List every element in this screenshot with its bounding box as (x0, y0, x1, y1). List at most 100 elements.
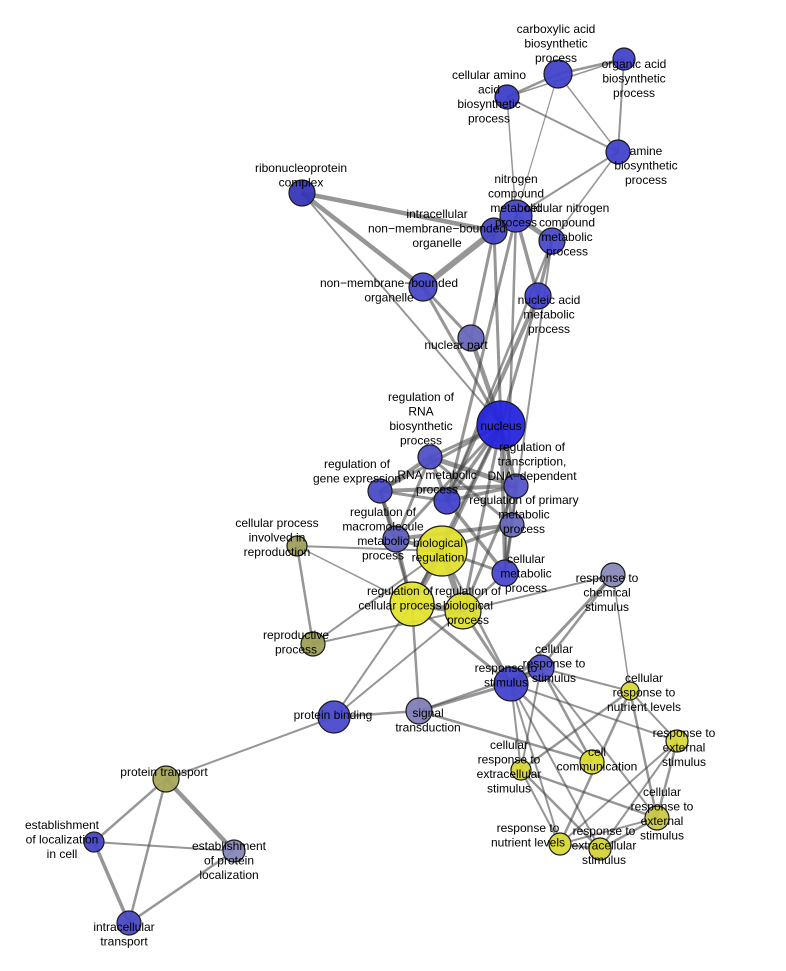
graph-node[interactable] (300, 631, 326, 657)
graph-edge (520, 768, 658, 820)
graph-edge (540, 667, 631, 692)
graph-edge (394, 423, 503, 541)
graph-node[interactable] (579, 749, 605, 775)
graph-node[interactable] (288, 179, 316, 207)
graph-node[interactable] (457, 324, 485, 352)
graph-node[interactable] (527, 654, 555, 682)
graph-node[interactable] (433, 487, 461, 515)
graph-edge (540, 667, 658, 819)
graph-node[interactable] (538, 227, 566, 255)
graph-node[interactable] (480, 217, 508, 245)
graph-node[interactable] (665, 729, 689, 753)
graph-edge (499, 424, 507, 574)
graph-edge (301, 190, 495, 234)
graph-node[interactable] (499, 512, 525, 538)
graph-edge (394, 456, 432, 540)
graph-node[interactable] (493, 666, 529, 702)
graph-edge (92, 841, 131, 924)
graph-edge (617, 58, 625, 153)
graph-edge (510, 683, 593, 763)
graph-edge (515, 73, 559, 217)
graph-node[interactable] (444, 592, 482, 630)
graph-node[interactable] (600, 562, 626, 588)
graph-edge (165, 716, 335, 780)
graph-edge (539, 667, 594, 763)
graph-node[interactable] (116, 910, 142, 936)
graph-edge (421, 228, 496, 290)
graph-edge (551, 151, 619, 242)
graph-node[interactable] (405, 697, 433, 725)
graph-edge (445, 215, 518, 502)
graph-edge (612, 574, 631, 692)
graph-node[interactable] (222, 839, 246, 863)
graph-node[interactable] (491, 559, 519, 587)
graph-edge (93, 841, 235, 852)
graph-node[interactable] (382, 525, 410, 553)
graph-node[interactable] (499, 199, 533, 233)
graph-node[interactable] (494, 84, 520, 110)
graph-node[interactable] (476, 400, 526, 450)
graph-node[interactable] (605, 139, 631, 165)
graph-edge (557, 73, 619, 153)
graph-edge (492, 230, 503, 426)
graph-node[interactable] (83, 831, 105, 853)
graph-node[interactable] (620, 681, 640, 701)
graph-edge (128, 849, 235, 925)
graph-node[interactable] (644, 805, 670, 831)
graph-edge (312, 550, 443, 645)
graph-node[interactable] (524, 282, 552, 310)
graph-edge (540, 574, 614, 669)
graph-edge (655, 740, 679, 819)
graph-node[interactable] (588, 837, 612, 861)
graph-edge (515, 151, 619, 217)
node-label: nuclear part (424, 338, 488, 352)
graph-edge (559, 817, 658, 845)
graph-edge (469, 230, 496, 339)
graph-edge (301, 192, 502, 426)
node-label: nucleus (480, 419, 521, 433)
graph-node[interactable] (286, 535, 308, 557)
graph-node[interactable] (389, 581, 435, 627)
graph-node[interactable] (152, 765, 180, 793)
graph-edge (164, 777, 236, 853)
graph-edge (461, 485, 518, 612)
graph-edge (520, 769, 561, 845)
graph-edge (520, 689, 631, 772)
graph-node[interactable] (510, 759, 532, 781)
graph-node[interactable] (503, 473, 529, 499)
graph-node[interactable] (612, 47, 636, 71)
graph-node[interactable] (317, 700, 351, 734)
graph-node[interactable] (408, 272, 438, 302)
graph-node[interactable] (416, 525, 468, 577)
graph-edge (510, 683, 678, 742)
graph-edge (462, 574, 614, 612)
graph-node[interactable] (367, 478, 393, 504)
graph-node[interactable] (417, 444, 443, 470)
graph-node[interactable] (548, 832, 572, 856)
graph-edge (300, 191, 425, 289)
graph-node[interactable] (543, 59, 573, 89)
graph-edge (506, 96, 619, 153)
